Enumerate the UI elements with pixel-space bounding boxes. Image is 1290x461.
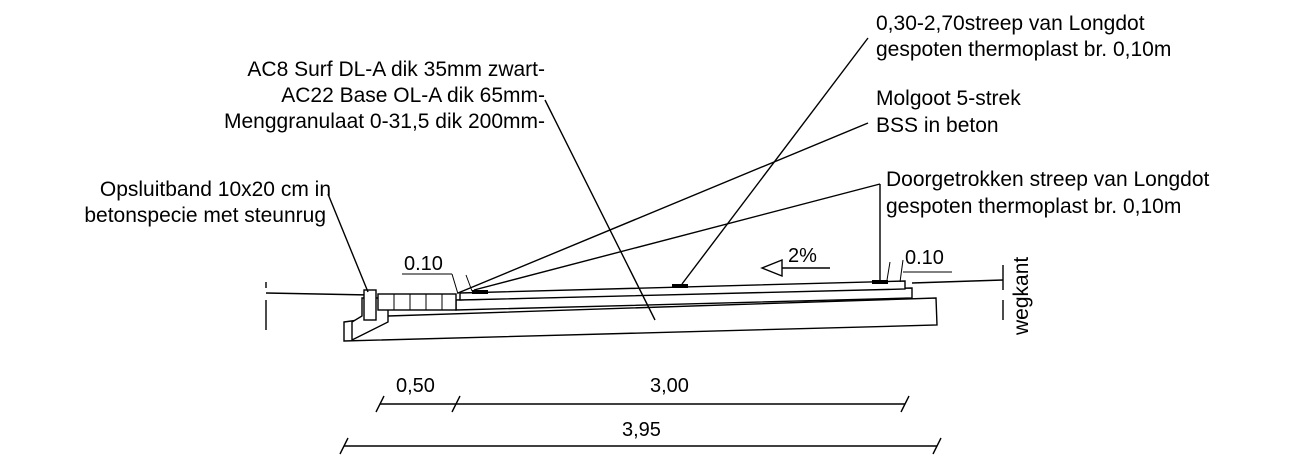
label-kerb-2: betonspecie met steunrug (84, 204, 326, 227)
dim-tick-4 (339, 437, 349, 455)
slope-label: 2% (788, 245, 817, 267)
stripe-mark-left (472, 290, 488, 294)
slope-arrow-head (760, 258, 783, 278)
terrain-line-left (265, 292, 371, 296)
surface-layer (459, 280, 906, 301)
dim-offset-right: 0.10 (905, 247, 944, 269)
dim-tick-1 (375, 395, 385, 413)
leader-layers (544, 99, 656, 321)
label-gutter-1: Molgoot 5-strek (876, 87, 1021, 110)
label-base-layer: AC22 Base OL-A dik 65mm- (281, 84, 545, 107)
leader-gutter (457, 122, 869, 294)
label-stripe1-1: 0,30-2,70streep van Longdot (876, 12, 1145, 35)
label-stripe1-2: gespoten thermoplast br. 0,10m (876, 38, 1171, 61)
label-stripe2-2: gespoten thermoplast br. 0,10m (886, 195, 1181, 218)
leader-stripe2-a (473, 183, 881, 291)
label-gutter-2: BSS in beton (876, 114, 999, 137)
dim-lane-width: 3,00 (650, 375, 689, 397)
kerb (363, 289, 377, 321)
dim-offset-right-tick-2 (886, 261, 891, 281)
dim-offset-left: 0.10 (404, 253, 443, 275)
label-kerb-1: Opsluitband 10x20 cm in (100, 178, 331, 201)
stripe-mark-solid (872, 280, 888, 284)
gutter-body (377, 293, 457, 311)
leader-kerb (327, 193, 369, 293)
dim-tick-2 (451, 395, 461, 413)
dim-offset-left-tick-2 (465, 274, 473, 292)
label-subbase-layer: Menggranulaat 0-31,5 dik 200mm- (224, 110, 545, 133)
stripe-mark-dashed (672, 284, 688, 288)
dim-total-width: 3,95 (622, 419, 661, 441)
dim-tick-5 (932, 437, 942, 455)
label-surface-layer: AC8 Surf DL-A dik 35mm zwart- (247, 58, 545, 81)
dim-offset-left-tick (451, 273, 459, 295)
dim-tick-3 (900, 395, 910, 413)
terrain-line-right (911, 279, 1004, 284)
label-stripe2-1: Doorgetrokken streep van Longdot (886, 168, 1210, 191)
dim-offset-right-tick (899, 259, 904, 283)
label-road-edge: wegkant (1010, 257, 1033, 336)
dim-gutter-width: 0,50 (396, 375, 435, 397)
